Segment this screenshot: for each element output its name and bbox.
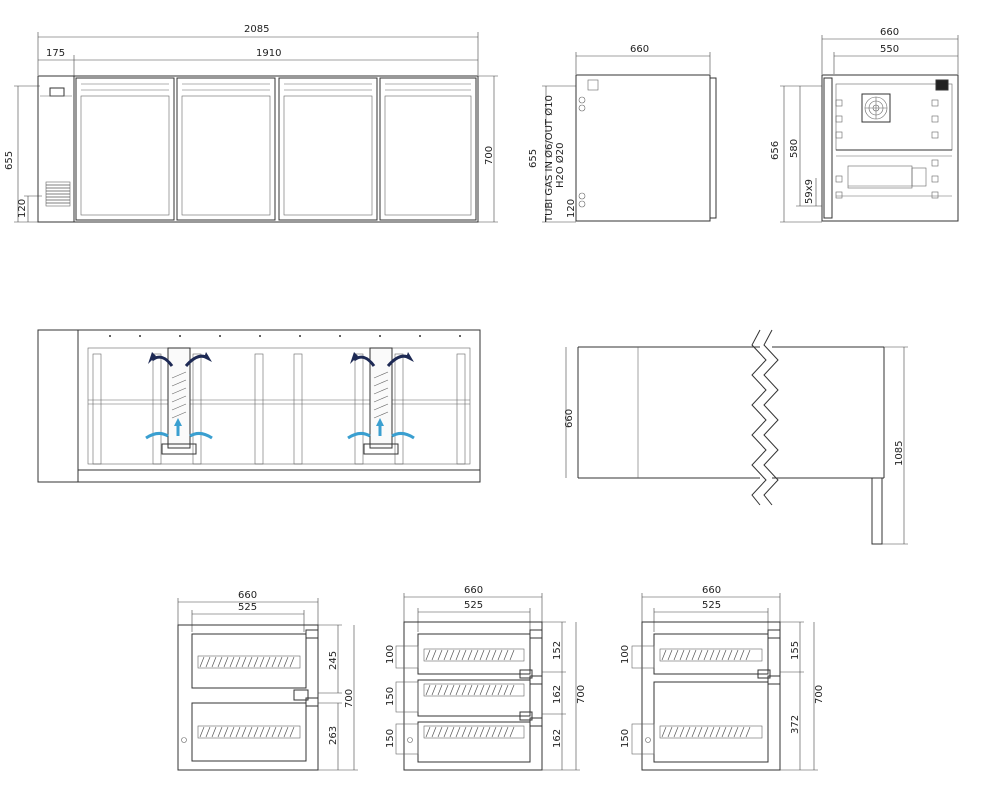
d2-hatching bbox=[425, 649, 515, 738]
d1-top-height-label: 245 bbox=[328, 651, 339, 670]
d2-width-label: 660 bbox=[464, 585, 483, 596]
top-detail-view: 660 1085 bbox=[564, 329, 908, 545]
gas-note-line2: H2O Ø20 bbox=[554, 142, 566, 188]
plan-cooling-unit-left bbox=[161, 347, 197, 455]
side-width-label: 660 bbox=[630, 44, 649, 55]
plan-top-dots bbox=[109, 335, 461, 337]
section-inner-label: 550 bbox=[880, 44, 899, 55]
side-height-label: 655 bbox=[528, 149, 539, 168]
cross-section-view: 660 550 bbox=[770, 27, 959, 223]
airflow-out-arrows bbox=[148, 352, 414, 367]
d2-right-3-label: 162 bbox=[552, 729, 563, 748]
top-length-label: 1085 bbox=[894, 441, 905, 466]
section-rack-marks bbox=[835, 99, 939, 199]
d1-hatching bbox=[199, 656, 295, 738]
gas-note-line1: TUBI GAS IN Ø6/OUT Ø10 bbox=[543, 95, 555, 223]
d1-bottom-height-label: 263 bbox=[328, 726, 339, 745]
front-doors bbox=[75, 77, 477, 221]
section-inner-height-label: 580 bbox=[789, 139, 800, 158]
front-left-panel-label: 175 bbox=[46, 48, 65, 59]
front-view: 2085 175 1910 655 120 700 bbox=[4, 24, 498, 223]
d3-inner-label: 525 bbox=[702, 600, 721, 611]
d2-right-2-label: 162 bbox=[552, 685, 563, 704]
airflow-in-arrows bbox=[145, 418, 415, 440]
d2-total-label: 700 bbox=[576, 685, 587, 704]
d1-total-label: 700 bbox=[344, 689, 355, 708]
plan-cooling-unit-right bbox=[363, 347, 399, 455]
d3-hatching bbox=[661, 649, 751, 738]
section-depth-label: 660 bbox=[880, 27, 899, 38]
d3-left-2-label: 150 bbox=[620, 729, 631, 748]
front-height-655-label: 655 bbox=[4, 151, 15, 170]
d3-width-label: 660 bbox=[702, 585, 721, 596]
side-view: 660 655 TUBI GAS IN Ø6/OUT Ø10 H2O Ø20 1… bbox=[528, 44, 717, 223]
drawer-config-3-drawers: 660 525 100 150 150 152 bbox=[385, 585, 587, 771]
d2-inner-label: 525 bbox=[464, 600, 483, 611]
section-height-label: 656 bbox=[770, 141, 781, 160]
plan-rails bbox=[92, 353, 466, 465]
d3-right-1-label: 155 bbox=[790, 641, 801, 660]
side-plinth-label: 120 bbox=[566, 199, 577, 218]
drawer-config-1-drawer: 660 525 100 150 155 372 700 bbox=[620, 585, 825, 771]
d2-left-2-label: 150 bbox=[385, 687, 396, 706]
d3-right-2-label: 372 bbox=[790, 715, 801, 734]
drawer-config-2-drawers: 660 525 245 263 700 bbox=[177, 590, 358, 771]
d3-total-label: 700 bbox=[814, 685, 825, 704]
top-depth-label: 660 bbox=[564, 409, 575, 428]
front-plinth-label: 120 bbox=[17, 199, 28, 218]
d2-left-3-label: 150 bbox=[385, 729, 396, 748]
d1-width-label: 660 bbox=[238, 590, 257, 601]
d1-inner-label: 525 bbox=[238, 602, 257, 613]
d2-left-1-label: 100 bbox=[385, 645, 396, 664]
front-total-width-label: 2085 bbox=[244, 24, 269, 35]
vent-grill bbox=[45, 181, 71, 207]
front-height-700-label: 700 bbox=[484, 146, 495, 165]
d2-right-1-label: 152 bbox=[552, 641, 563, 660]
d3-left-1-label: 100 bbox=[620, 645, 631, 664]
section-vent-label: 59x9 bbox=[804, 179, 815, 204]
plan-view bbox=[37, 329, 481, 483]
front-door-section-label: 1910 bbox=[256, 48, 281, 59]
